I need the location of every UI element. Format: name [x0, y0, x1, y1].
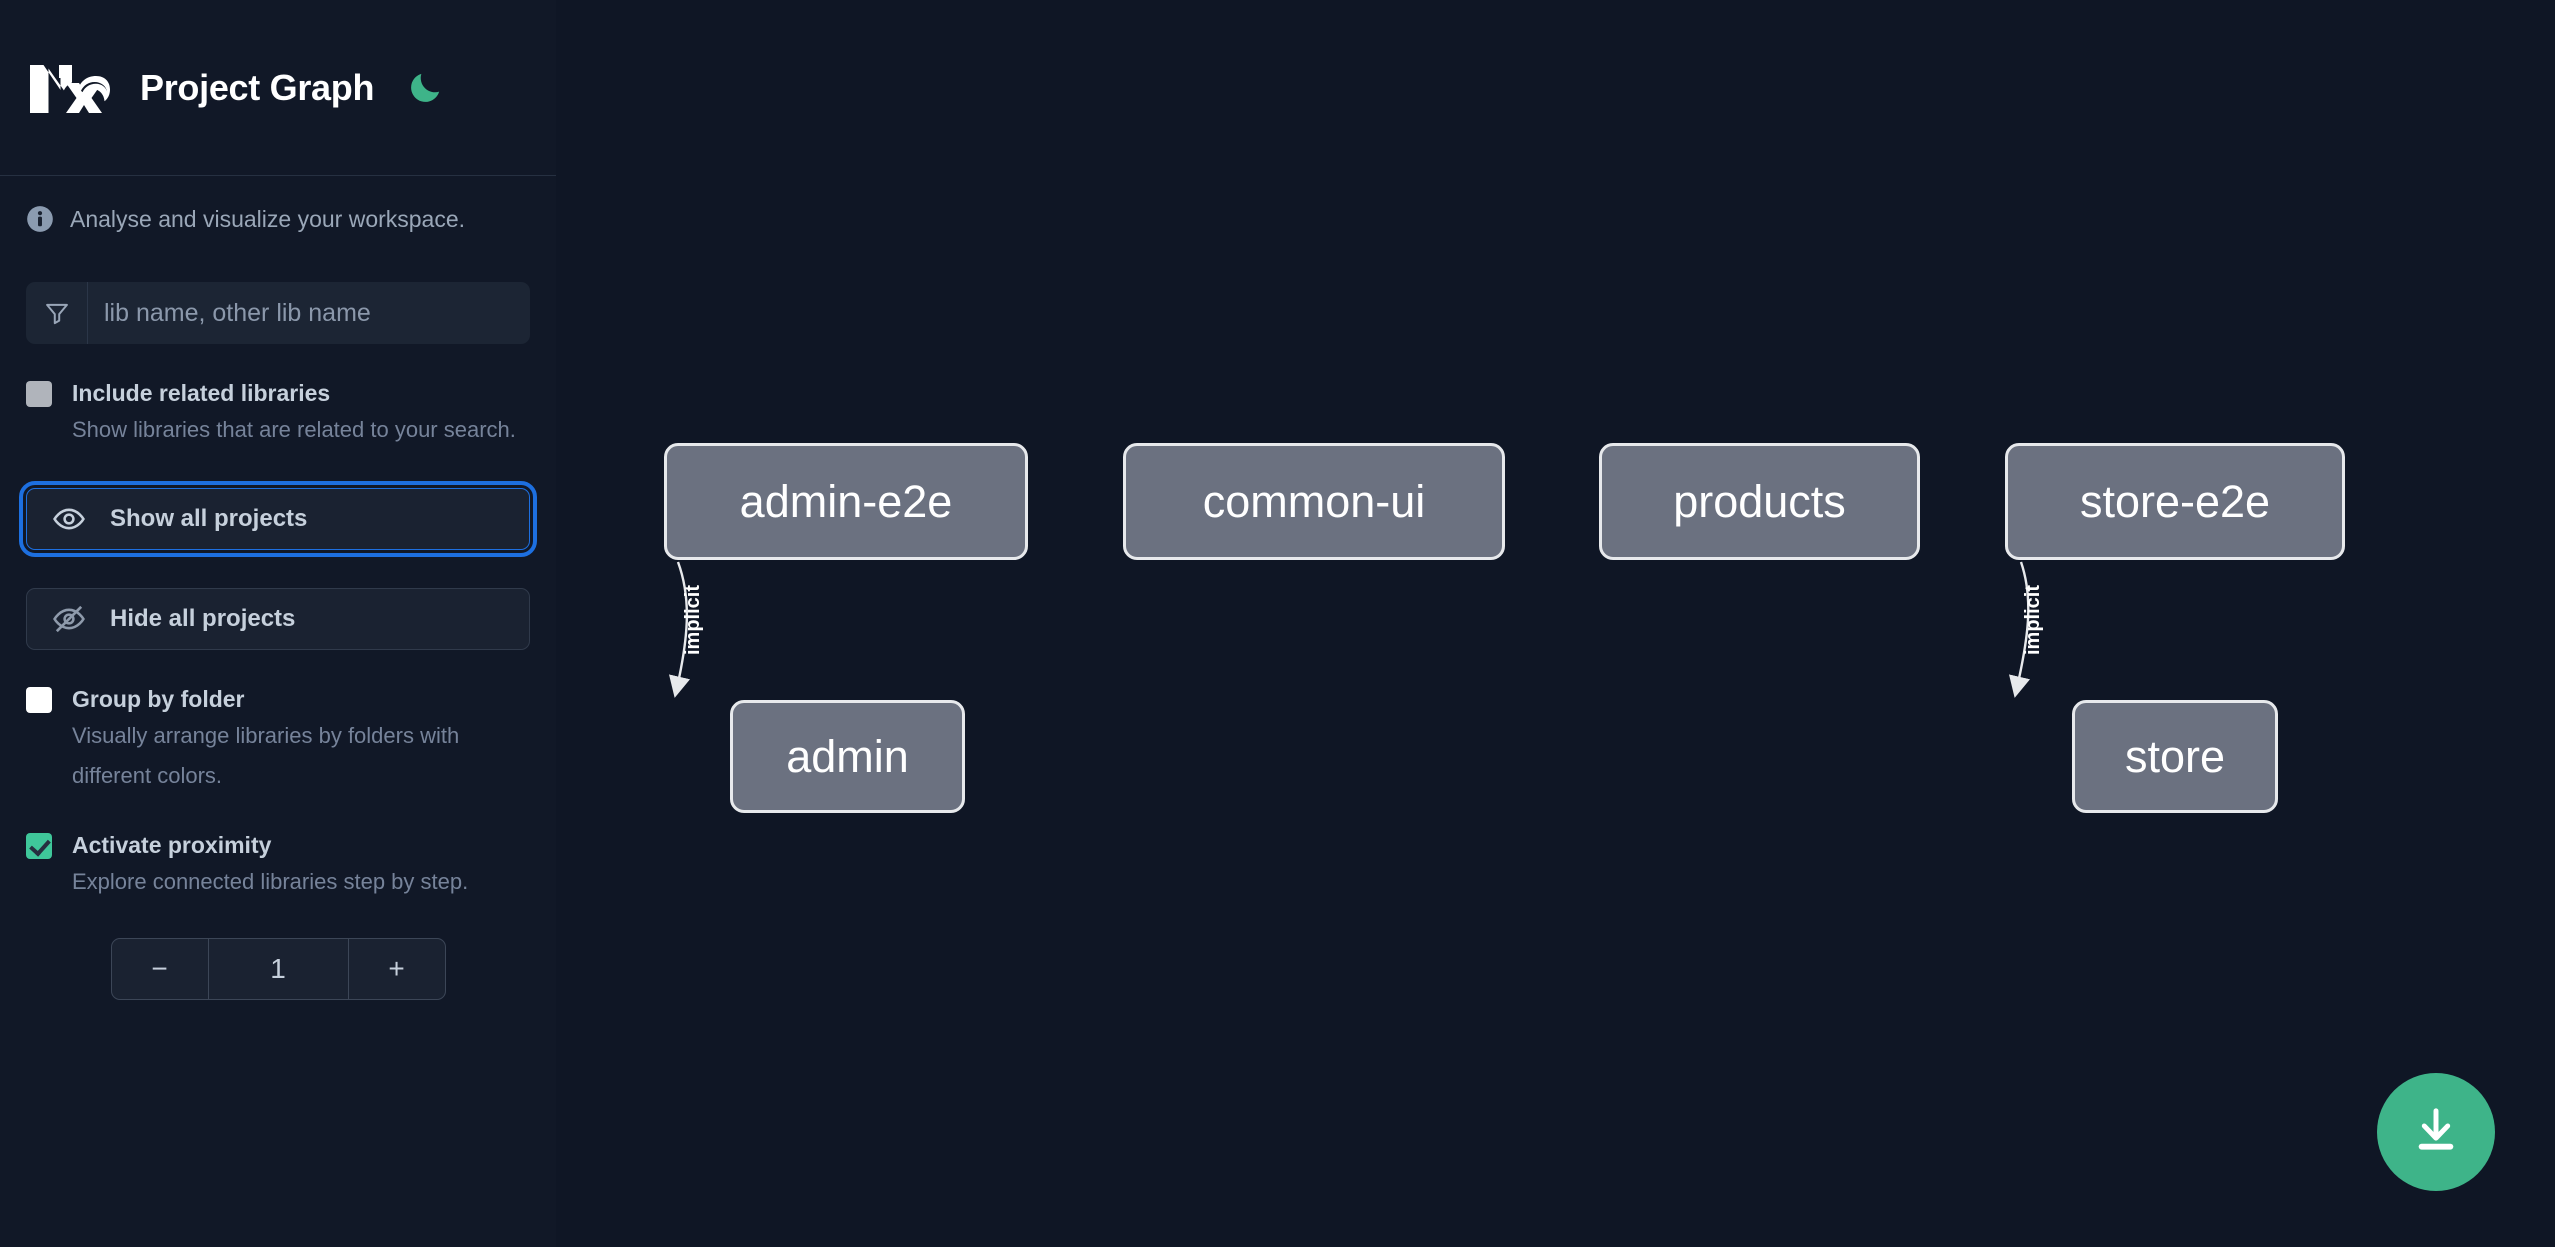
proximity-stepper-wrap: − 1 +: [26, 938, 530, 1000]
eye-off-icon: [52, 602, 86, 636]
node-label: store-e2e: [2079, 475, 2271, 527]
download-icon: [2409, 1103, 2463, 1162]
option-include-related-libraries[interactable]: Include related libraries Show libraries…: [26, 376, 530, 450]
option-group-by-folder[interactable]: Group by folder Visually arrange librari…: [26, 682, 530, 796]
option-description: Explore connected libraries step by step…: [72, 869, 469, 894]
project-visibility-buttons: Show all projects Hide all projects: [19, 481, 537, 650]
graph-node-products[interactable]: products: [1599, 443, 1920, 560]
include-related-libraries-checkbox[interactable]: [26, 381, 52, 407]
option-activate-proximity[interactable]: Activate proximity Explore connected lib…: [26, 828, 530, 902]
node-label: admin-e2e: [739, 475, 953, 527]
graph-canvas[interactable]: implicit implicit admin-e2e common-ui pr…: [556, 0, 2555, 1247]
option-title: Activate proximity: [72, 832, 272, 858]
download-graph-button[interactable]: [2377, 1073, 2495, 1191]
group-by-folder-checkbox[interactable]: [26, 687, 52, 713]
search-input[interactable]: [88, 282, 530, 344]
graph-node-common-ui[interactable]: common-ui: [1123, 443, 1505, 560]
app-title: Project Graph: [140, 66, 375, 108]
graph-edges: [668, 561, 2031, 698]
filter-funnel-icon: [26, 282, 88, 344]
activate-proximity-checkbox[interactable]: [26, 833, 52, 859]
option-title: Include related libraries: [72, 380, 331, 406]
filter-box[interactable]: [26, 282, 530, 344]
node-label: products: [1673, 475, 1846, 527]
graph-node-admin-e2e[interactable]: admin-e2e: [664, 443, 1028, 560]
info-icon: [26, 205, 54, 233]
node-label: admin: [786, 730, 909, 782]
hide-all-projects-label: Hide all projects: [110, 605, 296, 632]
node-label: store: [2124, 730, 2226, 782]
option-description: Show libraries that are related to your …: [72, 417, 516, 442]
hide-all-projects-button[interactable]: Hide all projects: [26, 588, 530, 650]
eye-icon: [52, 502, 86, 536]
edge-label-implicit-store: implicit: [2022, 584, 2044, 655]
proximity-decrement-button[interactable]: −: [112, 939, 208, 999]
sidebar-header: Project Graph: [0, 0, 556, 176]
proximity-stepper[interactable]: − 1 +: [110, 938, 446, 1000]
tagline-text: Analyse and visualize your workspace.: [70, 205, 466, 232]
show-all-projects-label: Show all projects: [110, 505, 308, 532]
node-label: common-ui: [1202, 475, 1426, 527]
show-all-projects-button[interactable]: Show all projects: [19, 481, 537, 557]
graph-node-store-e2e[interactable]: store-e2e: [2005, 443, 2345, 560]
proximity-value: 1: [207, 939, 349, 999]
nx-logo-icon: [26, 59, 110, 117]
sidebar-body: Analyse and visualize your workspace. In…: [0, 176, 556, 1000]
option-title: Group by folder: [72, 686, 245, 712]
graph-node-admin[interactable]: admin: [730, 700, 965, 813]
moon-icon[interactable]: [402, 65, 448, 111]
proximity-increment-button[interactable]: +: [349, 939, 445, 999]
option-description: Visually arrange libraries by folders wi…: [72, 723, 460, 788]
edge-label-implicit-admin: implicit: [682, 584, 704, 655]
tagline: Analyse and visualize your workspace.: [26, 176, 530, 262]
sidebar: Project Graph Analyse and visualize your…: [0, 0, 556, 1247]
graph-node-store[interactable]: store: [2072, 700, 2278, 813]
